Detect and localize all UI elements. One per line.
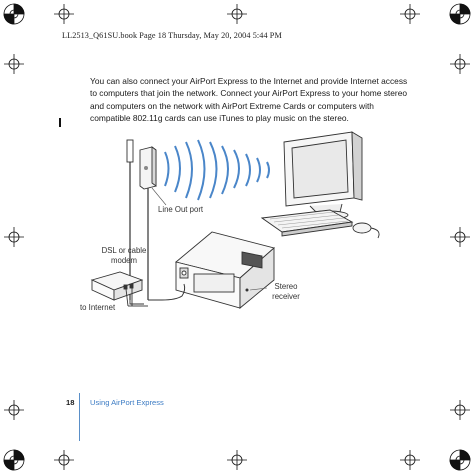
registration-marks	[3, 3, 471, 471]
mouse	[352, 222, 380, 239]
airport-express-device	[139, 146, 157, 300]
keyboard	[260, 209, 354, 237]
change-bar	[59, 118, 61, 127]
to-internet-label: to Internet	[80, 303, 116, 312]
modem-label-line-2: modem	[111, 256, 137, 265]
stereo-receiver	[175, 231, 275, 309]
body-paragraph: You can also connect your AirPort Expres…	[90, 76, 408, 124]
dsl-modem	[90, 271, 148, 307]
computer-monitor	[283, 131, 363, 220]
stereo-label-line-1: Stereo	[274, 282, 298, 291]
stereo-label-line-2: receiver	[272, 292, 300, 301]
label-leaders	[151, 187, 268, 291]
audio-cable	[147, 283, 186, 301]
modem-label-line-1: DSL or cable	[101, 246, 147, 255]
page-header-info: LL2513_Q61SU.book Page 18 Thursday, May …	[62, 31, 282, 40]
wireless-waves	[164, 139, 270, 201]
footer-section-title: Using AirPort Express	[90, 398, 164, 407]
page-number: 18	[66, 398, 75, 407]
footer-divider	[79, 393, 80, 441]
line-out-port-label: Line Out port	[158, 205, 204, 214]
